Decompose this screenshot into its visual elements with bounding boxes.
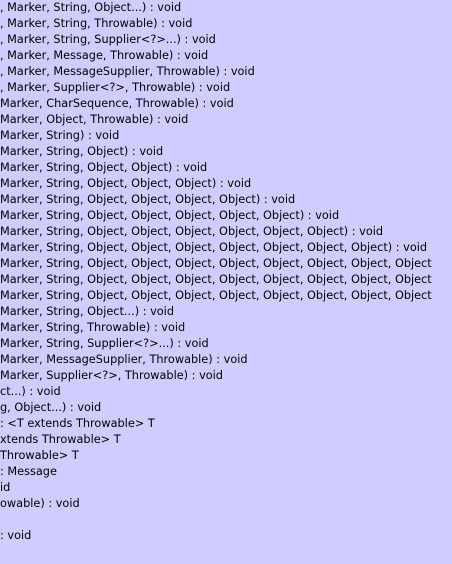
completion-item[interactable]: Throwable> T — [0, 449, 79, 462]
completion-item[interactable]: Marker, String, Object...) : void — [0, 305, 174, 318]
completion-item[interactable]: Marker, Object, Throwable) : void — [0, 113, 189, 126]
completion-item[interactable]: : <T extends Throwable> T — [0, 417, 155, 430]
completion-item[interactable]: , Marker, Supplier<?>, Throwable) : void — [0, 81, 231, 94]
completion-item[interactable]: Marker, String, Object, Object, Object) … — [0, 177, 252, 190]
completion-item[interactable]: , Marker, Message, Throwable) : void — [0, 49, 209, 62]
completion-item[interactable]: Marker, String, Object, Object) : void — [0, 161, 208, 174]
completion-item[interactable] — [0, 512, 452, 528]
completion-item[interactable]: Marker, String, Supplier<?>...) : void — [0, 337, 209, 350]
completion-item[interactable]: Marker, String, Object, Object, Object, … — [0, 289, 432, 302]
completion-item[interactable]: , Marker, String, Throwable) : void — [0, 17, 193, 30]
completion-item[interactable]: : Message — [0, 465, 57, 478]
completion-item[interactable]: Marker, String) : void — [0, 129, 120, 142]
completion-item[interactable]: Marker, MessageSupplier, Throwable) : vo… — [0, 353, 248, 366]
completion-item[interactable]: Marker, CharSequence, Throwable) : void — [0, 97, 234, 110]
completion-item[interactable]: owable) : void — [0, 497, 80, 510]
completion-item[interactable]: Marker, String, Object, Object, Object, … — [0, 273, 432, 286]
completion-item[interactable]: xtends Throwable> T — [0, 433, 121, 446]
completion-item[interactable]: : void — [0, 529, 32, 542]
completion-item[interactable]: , Marker, MessageSupplier, Throwable) : … — [0, 65, 255, 78]
completion-item[interactable]: Marker, String, Object) : void — [0, 145, 164, 158]
completion-item[interactable]: , Marker, String, Supplier<?>...) : void — [0, 33, 216, 46]
completion-item[interactable]: Marker, String, Object, Object, Object, … — [0, 193, 296, 206]
completion-item[interactable]: id — [0, 481, 11, 494]
completion-item[interactable]: Marker, String, Object, Object, Object, … — [0, 209, 340, 222]
completion-item[interactable]: , Marker, String, Object...) : void — [0, 1, 182, 14]
completion-item[interactable]: Marker, String, Object, Object, Object, … — [0, 241, 428, 254]
completion-item[interactable]: Marker, String, Throwable) : void — [0, 321, 186, 334]
completion-item[interactable]: Marker, Supplier<?>, Throwable) : void — [0, 369, 223, 382]
completion-item[interactable]: Marker, String, Object, Object, Object, … — [0, 257, 432, 270]
completion-item[interactable]: g, Object...) : void — [0, 401, 102, 414]
completion-item[interactable]: ct...) : void — [0, 385, 61, 398]
completion-item[interactable]: Marker, String, Object, Object, Object, … — [0, 225, 384, 238]
